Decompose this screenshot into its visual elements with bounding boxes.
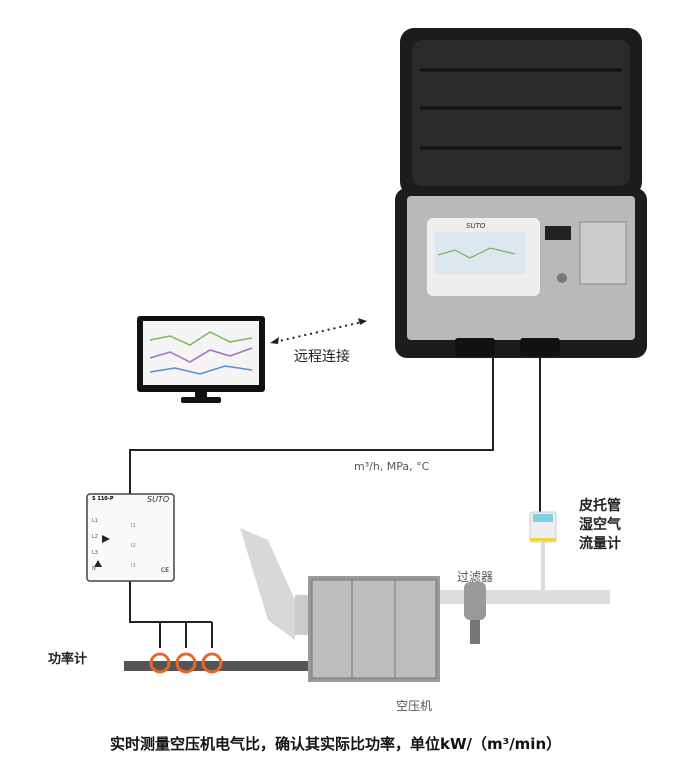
phase-labels: L1 L2 L3 N xyxy=(92,513,98,577)
remote-link-arrow xyxy=(274,321,363,343)
channel-i3: I3 xyxy=(131,563,136,569)
flowmeter-icon xyxy=(529,511,557,592)
channel-labels: I1 I2 I3 xyxy=(131,516,136,576)
phase-l1: L1 xyxy=(92,518,98,524)
logger-brand-logo: SUTO xyxy=(466,222,486,230)
phase-n: N xyxy=(92,566,96,572)
remote-connection-label: 远程连接 xyxy=(294,349,350,365)
ce-mark: CE xyxy=(161,567,169,574)
flowmeter-label-line: 皮托管 xyxy=(579,498,621,514)
cable-logger-to-power-meter xyxy=(129,358,494,500)
device-model: S 110-P xyxy=(92,496,114,502)
current-clamp-icon xyxy=(149,652,171,674)
phase-l2: L2 xyxy=(92,534,98,540)
caption: 实时测量空压机电气比，确认其实际比功率，单位kW/（m³/min） xyxy=(110,735,562,753)
current-clamp-icon xyxy=(175,652,197,674)
flowmeter-label-line: 流量计 xyxy=(579,536,621,552)
filter-icon xyxy=(464,582,486,644)
flowmeter-label-line: 湿空气 xyxy=(579,517,621,533)
compressor-label: 空压机 xyxy=(396,699,433,713)
power-cable-bundle xyxy=(124,661,309,671)
channel-i2: I2 xyxy=(131,543,136,549)
power-meter-label: 功率计 xyxy=(48,652,88,667)
monitor-icon xyxy=(137,316,265,403)
power-meter-box xyxy=(86,493,175,582)
compressor-icon xyxy=(240,528,610,682)
cable-clamps xyxy=(129,580,212,623)
data-logger-case xyxy=(395,28,647,358)
device-brand-logo: SUTO xyxy=(147,495,170,504)
filter-label: 过滤器 xyxy=(457,570,494,584)
flowmeter-label: 皮托管 湿空气 流量计 xyxy=(579,497,621,554)
channel-i1: I1 xyxy=(131,523,136,529)
current-clamp-icon xyxy=(201,652,223,674)
phase-l3: L3 xyxy=(92,550,98,556)
units-label: m³/h, MPa, °C xyxy=(354,460,430,473)
